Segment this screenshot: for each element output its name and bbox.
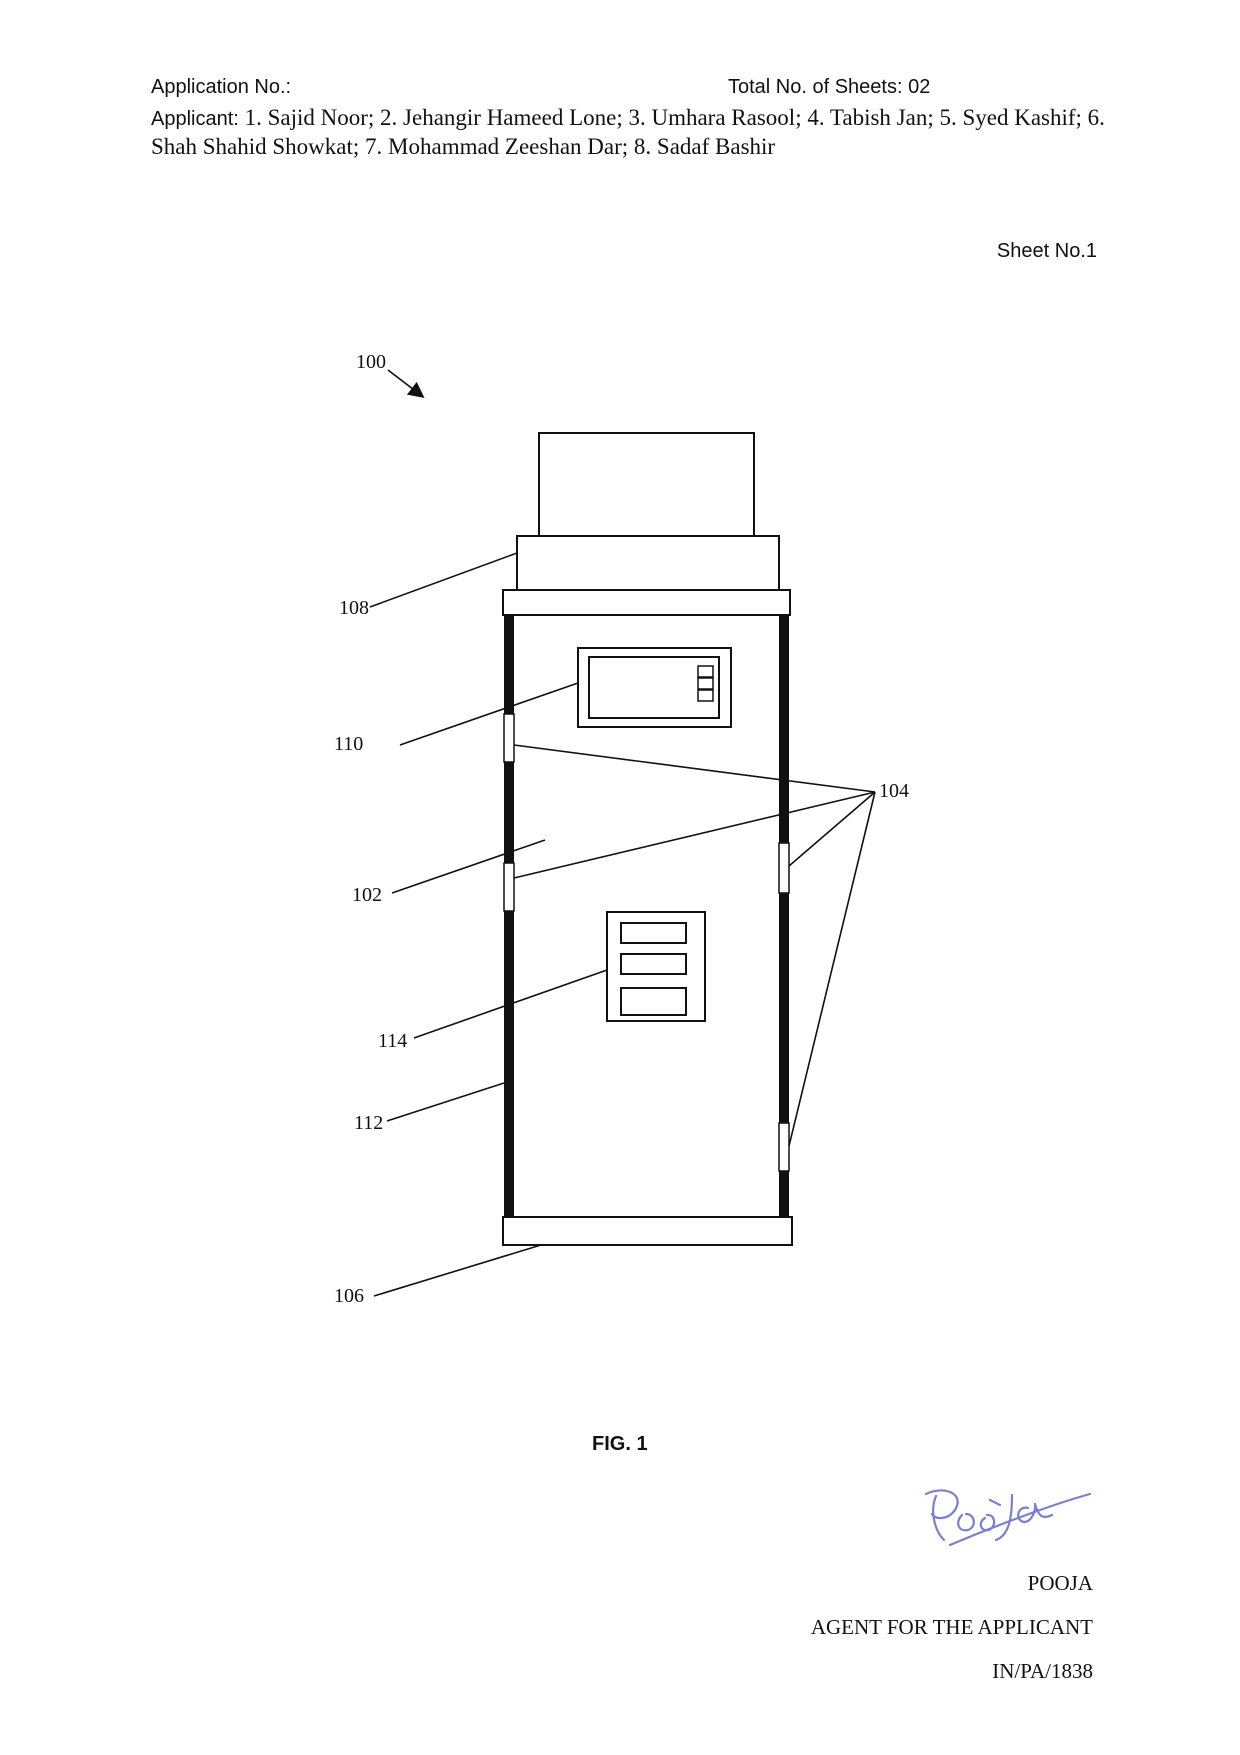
- leader-104-a: [513, 744, 876, 793]
- total-sheets-label: Total No. of Sheets: 02: [728, 76, 931, 98]
- ref-102: 102: [352, 884, 382, 906]
- sensor-slot-left-upper: [503, 713, 515, 763]
- applicant-names: 1. Sajid Noor; 2. Jehangir Hameed Lone; …: [151, 105, 1105, 159]
- leader-106: [373, 1244, 542, 1297]
- bottom-base-106: [502, 1216, 793, 1246]
- leader-100: [387, 369, 425, 398]
- applicant-block: Applicant: 1. Sajid Noor; 2. Jehangir Ha…: [151, 104, 1111, 161]
- panel-slot-1: [620, 922, 687, 944]
- leader-112: [386, 1082, 505, 1122]
- top-box: [538, 432, 755, 537]
- ref-100: 100: [356, 351, 386, 373]
- sensor-slot-left-lower: [503, 862, 515, 912]
- sensor-slot-right-upper: [778, 842, 790, 894]
- right-rail: [779, 615, 789, 1217]
- ref-112: 112: [354, 1112, 383, 1134]
- leader-114: [413, 969, 608, 1039]
- display-button-1: [697, 665, 714, 678]
- leader-104-c: [788, 791, 876, 867]
- ref-108: 108: [339, 597, 369, 619]
- leader-102: [391, 839, 546, 894]
- agent-registration: IN/PA/1838: [992, 1659, 1093, 1683]
- display-button-3: [697, 689, 714, 702]
- top-plate: [502, 589, 791, 616]
- leader-104-b: [513, 791, 876, 879]
- ref-114: 114: [378, 1030, 407, 1052]
- leader-108: [369, 552, 518, 608]
- ref-106: 106: [334, 1285, 364, 1307]
- agent-role: AGENT FOR THE APPLICANT: [810, 1615, 1093, 1639]
- applicant-label: Applicant:: [151, 108, 239, 130]
- ref-110: 110: [334, 733, 363, 755]
- sensor-slot-right-lower: [778, 1122, 790, 1172]
- top-collar-108: [516, 535, 780, 591]
- display-button-2: [697, 677, 714, 690]
- ref-104: 104: [879, 780, 909, 802]
- sheet-number: Sheet No.1: [996, 240, 1097, 262]
- left-rail-112: [504, 615, 514, 1217]
- panel-slot-3: [620, 987, 687, 1016]
- leader-110: [399, 682, 579, 746]
- agent-signature: [924, 1489, 1092, 1547]
- leader-104-d: [788, 791, 876, 1147]
- figure-caption: FIG. 1: [592, 1433, 648, 1455]
- panel-slot-2: [620, 953, 687, 975]
- agent-name: POOJA: [1027, 1571, 1093, 1595]
- application-no-label: Application No.:: [151, 76, 292, 98]
